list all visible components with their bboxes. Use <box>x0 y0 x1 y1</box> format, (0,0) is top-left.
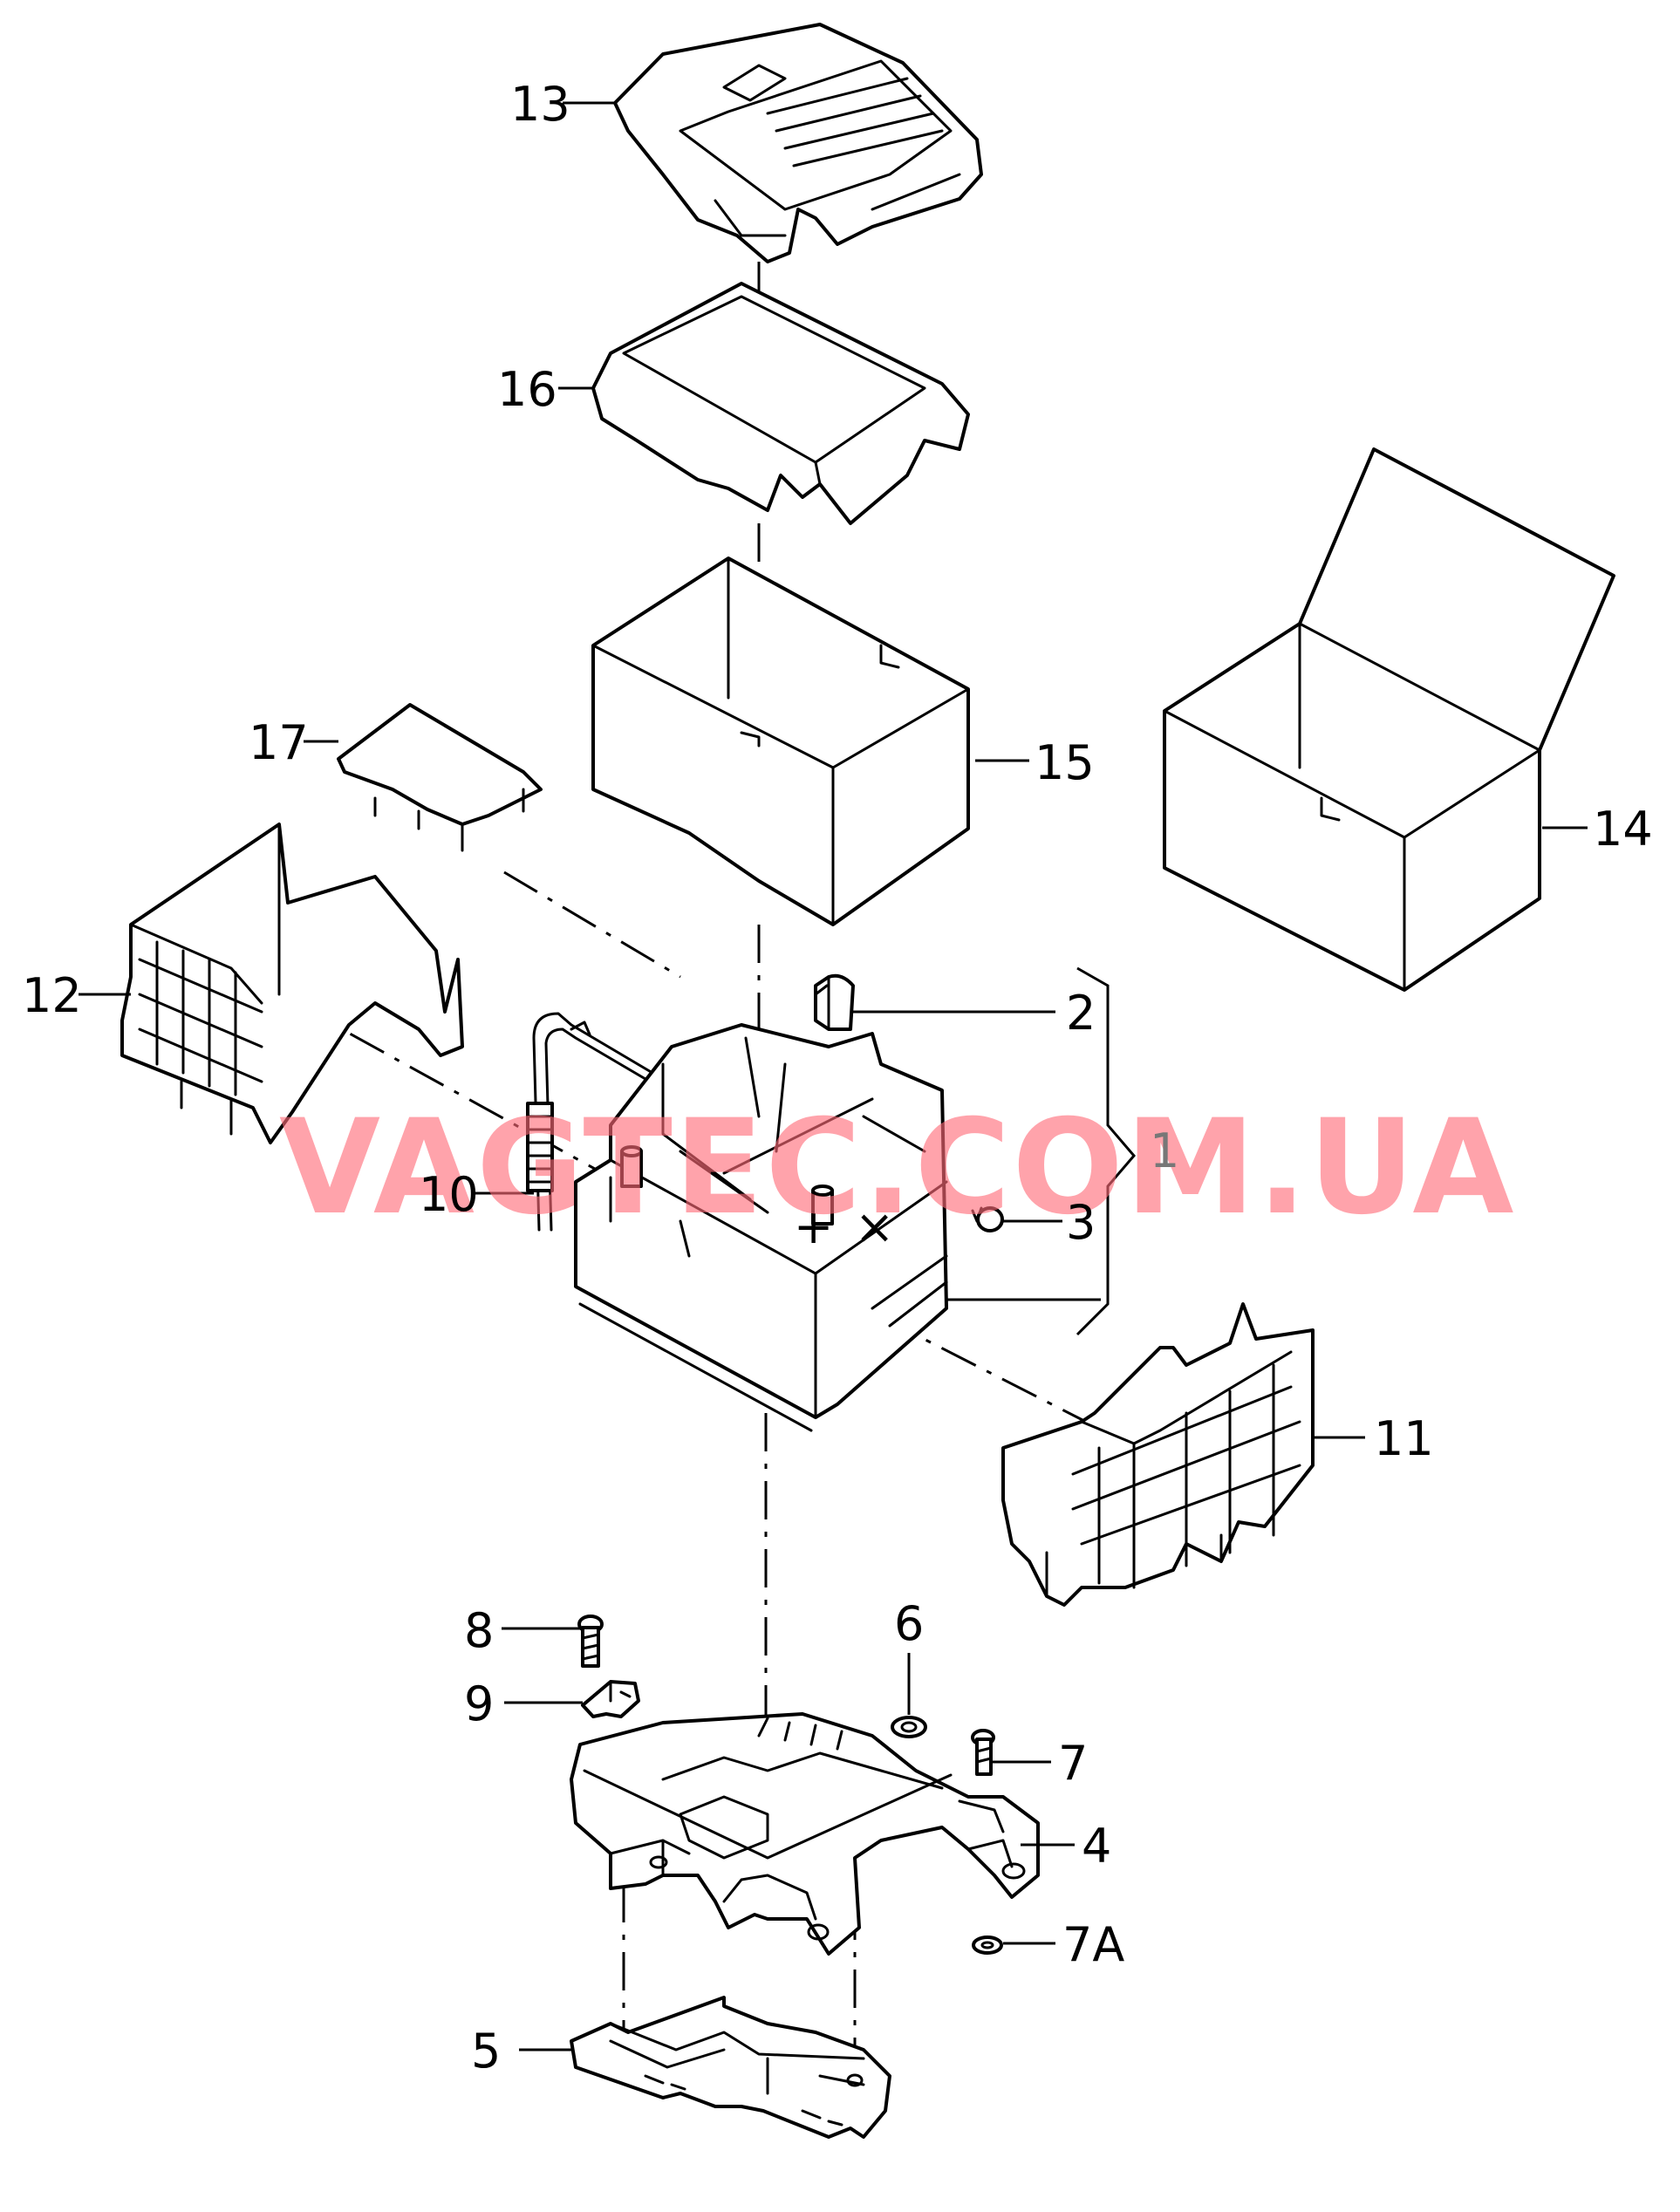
callout-leaders <box>79 101 1588 2052</box>
part-17-terminal-cap <box>337 703 543 852</box>
callout-9: 9 <box>464 1676 494 1731</box>
part-7-bolt <box>971 1729 995 1776</box>
callout-11: 11 <box>1374 1411 1434 1466</box>
part-3-vent-plug <box>971 1206 1004 1232</box>
callout-7: 7 <box>1058 1736 1088 1791</box>
part-11-side-cover-right <box>1001 1302 1315 1607</box>
callout-15: 15 <box>1035 735 1095 790</box>
part-6-nut <box>891 1716 927 1738</box>
part-8-screw <box>577 1615 604 1668</box>
watermark-text: VAGTEC.COM.UA <box>279 1092 1515 1244</box>
part-10-vent-hose <box>526 1012 654 1232</box>
callout-17: 17 <box>249 715 309 770</box>
callout-10: 10 <box>419 1167 479 1222</box>
callout-6: 6 <box>894 1596 924 1651</box>
part-9-clamp <box>581 1680 640 1718</box>
callout-16: 16 <box>497 362 557 417</box>
battery-plus-mark: + <box>794 1199 833 1254</box>
callout-labels: 13 16 17 15 14 12 2 1 10 3 11 8 6 9 7 4 … <box>22 77 1653 2079</box>
callout-13: 13 <box>510 77 570 132</box>
callout-7a: 7A <box>1062 1917 1124 1972</box>
part-4-battery-tray <box>570 1712 1040 1956</box>
callout-14: 14 <box>1593 802 1653 857</box>
part-7a-washer <box>972 1936 1003 1955</box>
callout-4: 4 <box>1082 1819 1111 1874</box>
part-5-tray-base <box>570 1996 891 2139</box>
part-14-battery-box-open <box>1163 447 1615 992</box>
battery-minus-mark: × <box>855 1199 894 1254</box>
part-13-battery-top-cover <box>613 23 983 263</box>
part-2-terminal-cover <box>814 973 855 1031</box>
part-1-battery: + × <box>574 1023 948 1432</box>
callout-12: 12 <box>22 968 82 1023</box>
callout-8: 8 <box>464 1603 494 1658</box>
callout-3: 3 <box>1066 1195 1096 1250</box>
part-12-side-cover-left <box>120 823 464 1144</box>
callout-5: 5 <box>471 2024 501 2079</box>
part-15-thermal-insulation-box <box>591 556 970 926</box>
callout-2: 2 <box>1066 986 1096 1041</box>
callout-1: 1 <box>1150 1123 1179 1178</box>
part-16-insulating-cover <box>591 282 970 525</box>
